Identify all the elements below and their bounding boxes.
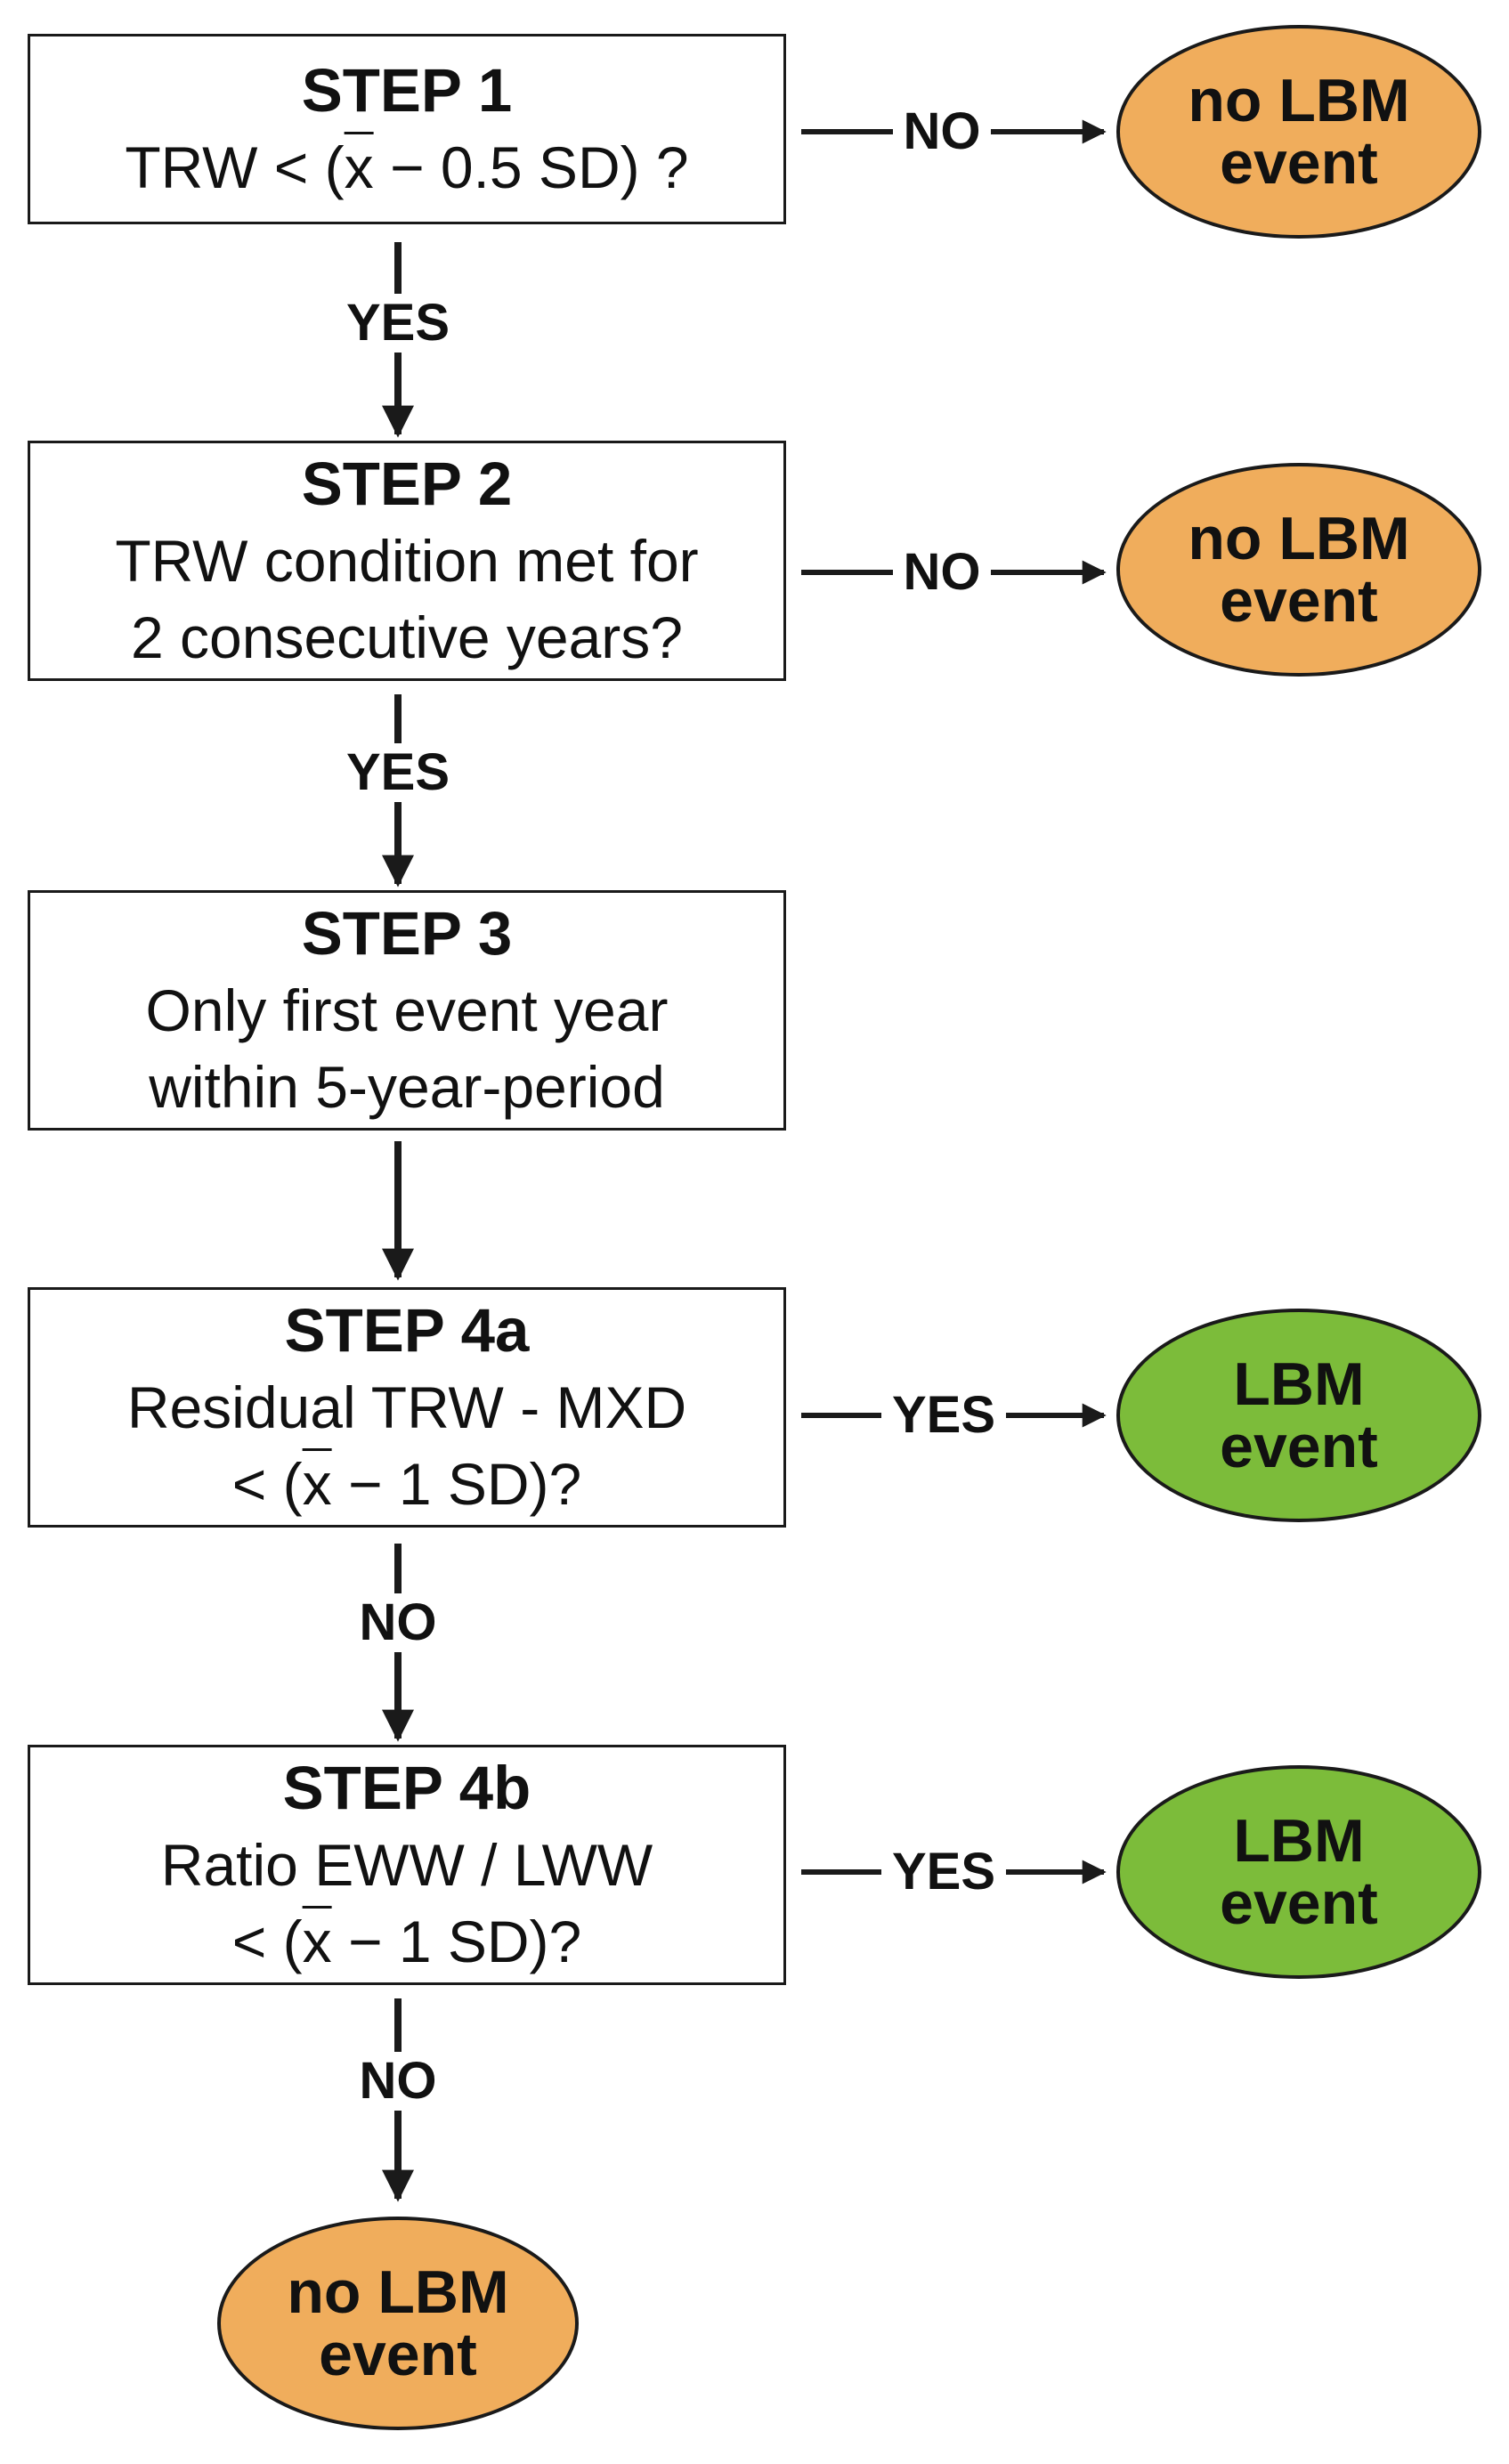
step-1-box: STEP 1 TRW < (x − 0.5 SD) ? [28, 34, 786, 224]
step-4b-line-2: < (x − 1 SD)? [231, 1909, 582, 1974]
label-step4a-yes: YES [881, 1386, 1006, 1445]
step-4b-title: STEP 4b [282, 1754, 531, 1822]
step-3-title: STEP 3 [301, 899, 513, 968]
outcome-step1-no-lbm-event: no LBM event [1116, 25, 1481, 239]
label-step1-yes: YES [331, 294, 465, 353]
step-1-title: STEP 1 [301, 56, 513, 125]
outcome-step4b-lbm-event: LBM event [1116, 1765, 1481, 1979]
label-step4b-yes: YES [881, 1843, 1006, 1901]
label-step4b-no: NO [340, 2052, 456, 2111]
step-3-line-2: within 5-year-period [149, 1054, 665, 1120]
step-1-condition: TRW < (x − 0.5 SD) ? [125, 134, 689, 200]
step-3-line-1: Only first event year [145, 977, 669, 1043]
label-step4a-no: NO [340, 1593, 456, 1652]
step-2-box: STEP 2 TRW condition met for 2 consecuti… [28, 441, 786, 681]
step-4a-box: STEP 4a Residual TRW - MXD < (x − 1 SD)? [28, 1287, 786, 1528]
step-4a-title: STEP 4a [284, 1296, 530, 1365]
label-step2-yes: YES [331, 743, 465, 802]
step-2-line-2: 2 consecutive years? [130, 604, 683, 670]
step-2-title: STEP 2 [301, 450, 513, 518]
step-4b-box: STEP 4b Ratio EWW / LWW < (x − 1 SD)? [28, 1745, 786, 1985]
step-3-box: STEP 3 Only first event year within 5-ye… [28, 890, 786, 1131]
step-4b-line-1: Ratio EWW / LWW [160, 1832, 653, 1898]
outcome-step2-no-lbm-event: no LBM event [1116, 463, 1481, 677]
label-step2-no: NO [893, 543, 991, 602]
step-4a-line-2: < (x − 1 SD)? [231, 1451, 582, 1517]
step-4a-line-1: Residual TRW - MXD [126, 1374, 687, 1440]
label-step1-no: NO [893, 102, 991, 161]
outcome-final-no-lbm-event: no LBM event [217, 2217, 579, 2430]
step-2-line-1: TRW condition met for [115, 528, 699, 594]
outcome-step4a-lbm-event: LBM event [1116, 1309, 1481, 1522]
